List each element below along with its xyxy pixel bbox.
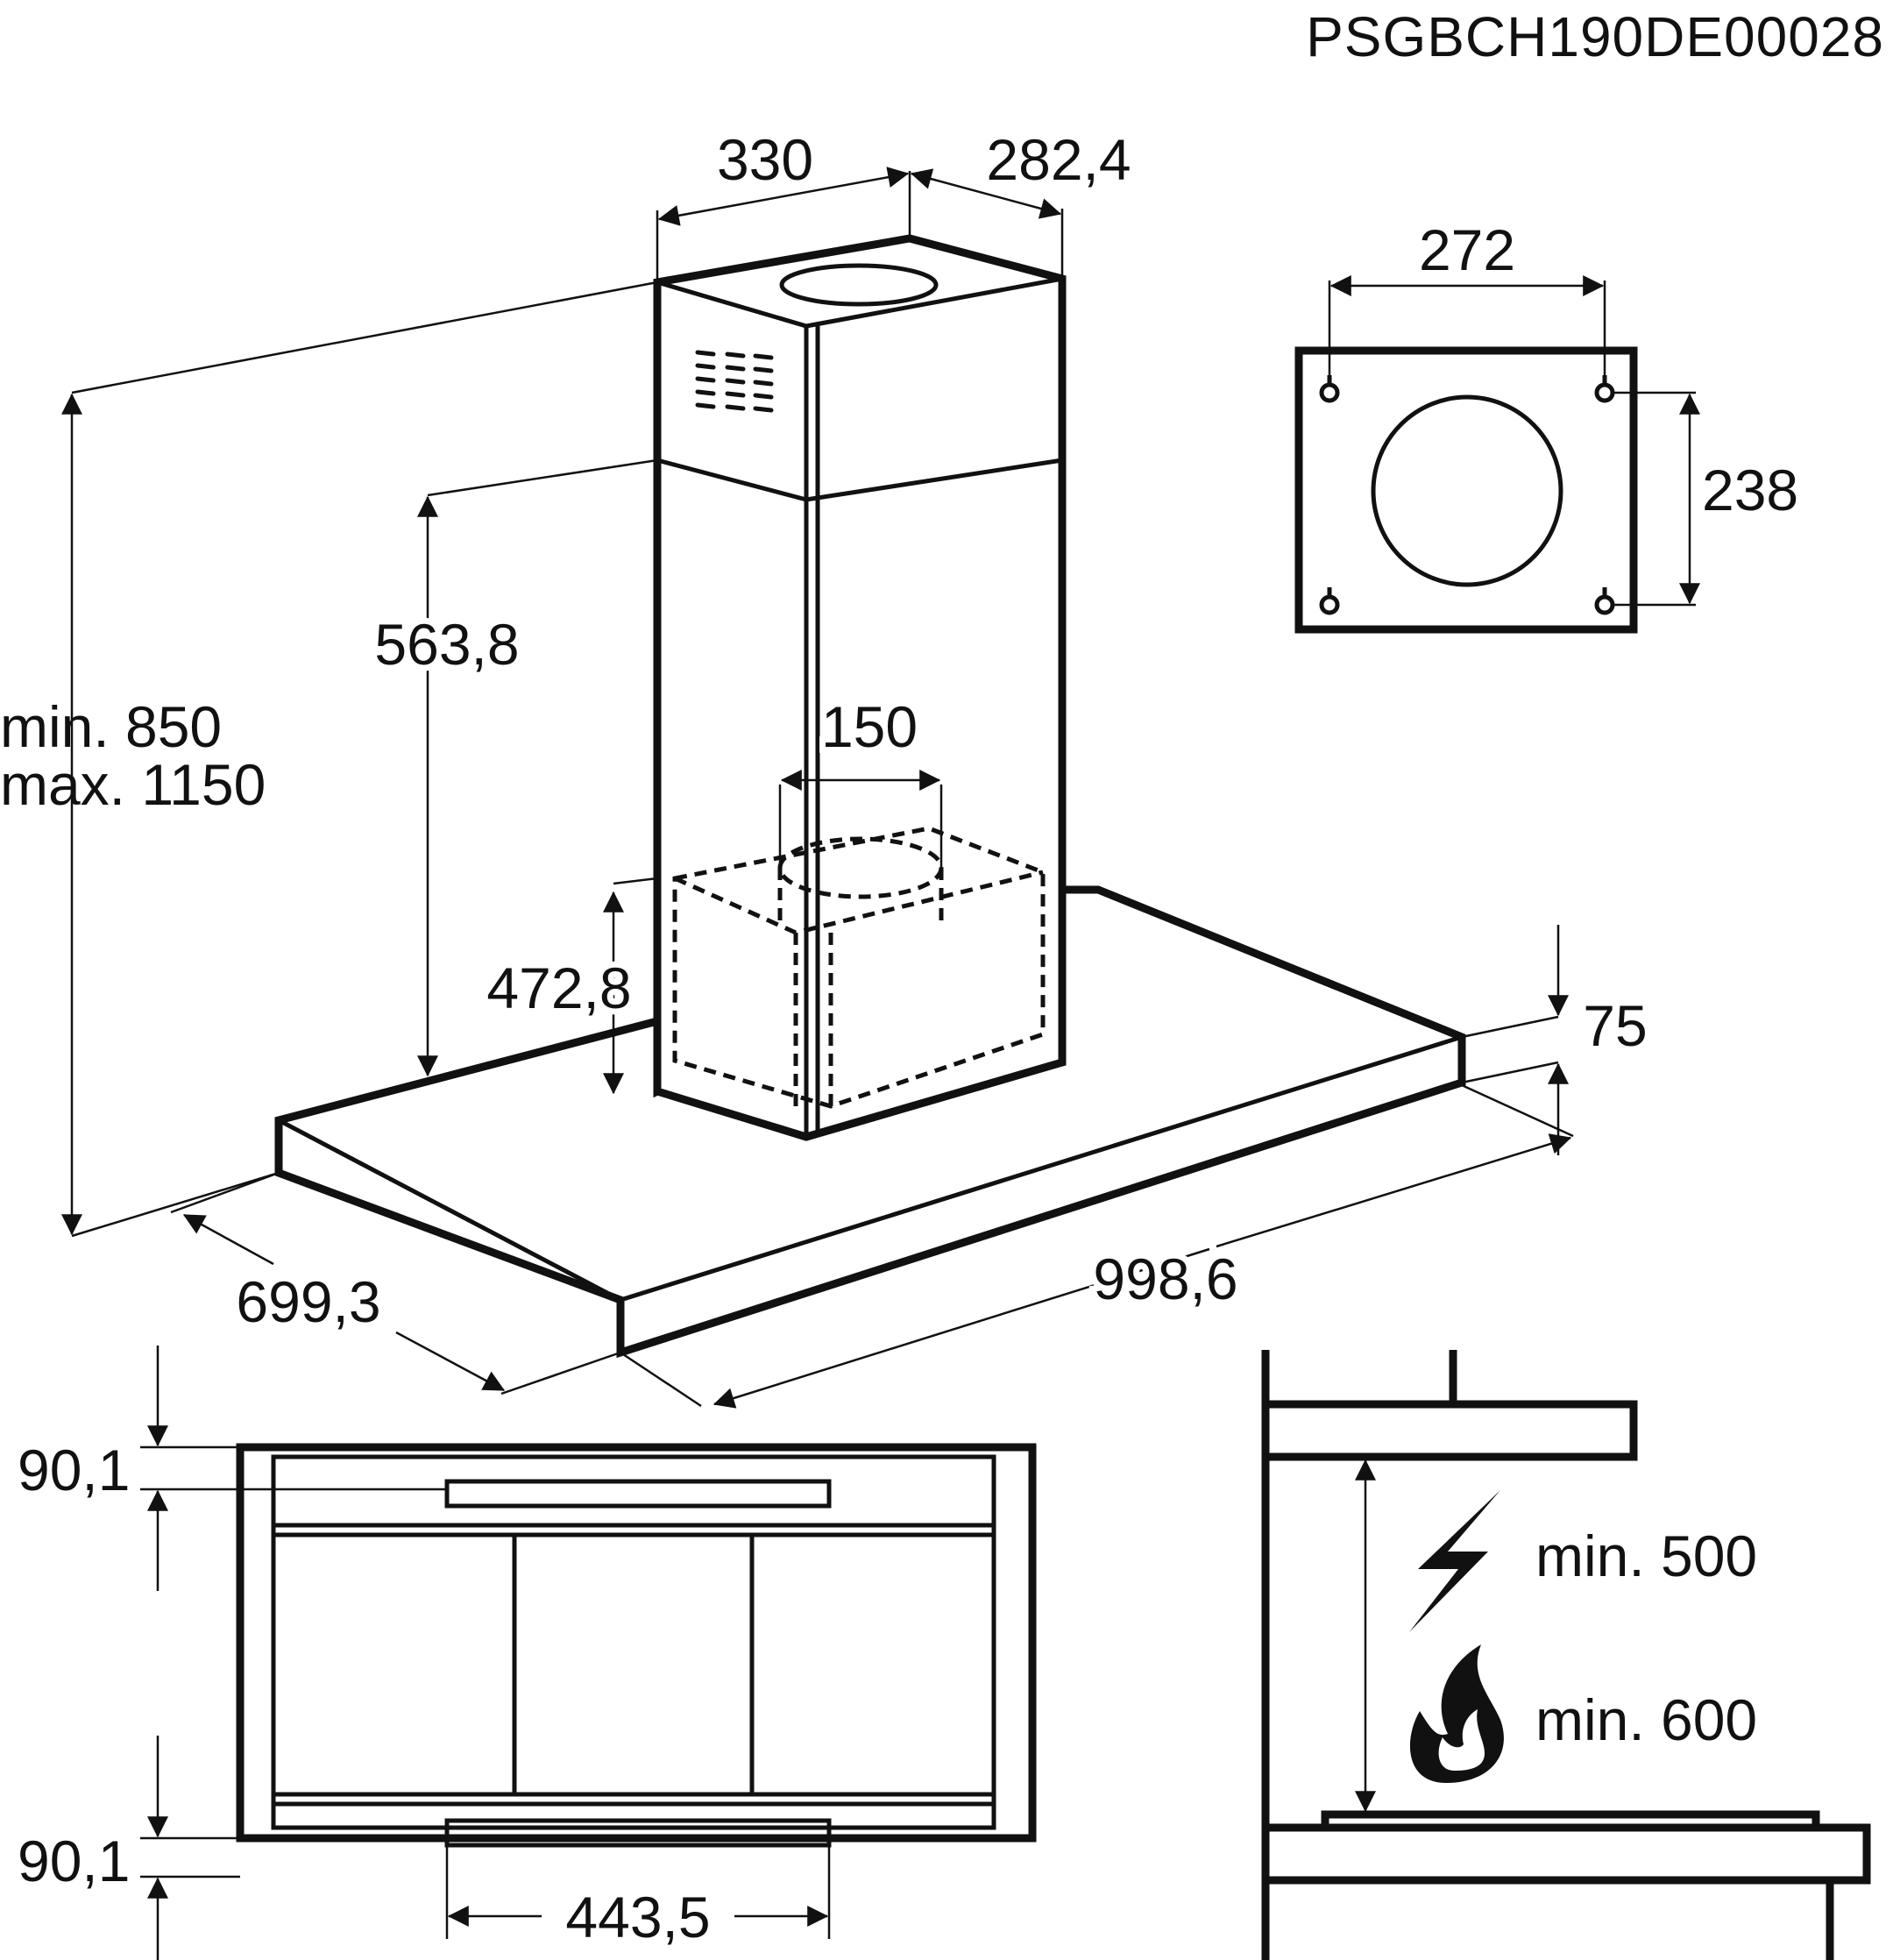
outlet-diameter-label: 150 [821,694,918,759]
gas-hob-clearance-label: min. 600 [1535,1687,1757,1752]
lower-chimney-height-label: 472,8 [486,955,631,1020]
keyhole-icon [1319,375,1615,615]
total-height-max-label: max. 1150 [0,752,266,817]
filter-width-label: 443,5 [565,1885,710,1949]
front-light-strip [444,1479,832,1509]
document-code: PSGBCH190DE00028 [1306,5,1884,68]
canopy-width-label: 998,6 [1093,1246,1237,1311]
hob-profile [1321,1810,1820,1832]
canopy-thickness-label: 75 [1583,993,1647,1058]
mounting-bracket-view: 272 238 [1294,217,1798,634]
clearance-view: min. 500 min. 600 [1261,1350,1871,1960]
hole-spacing-vertical-label: 238 [1702,458,1798,522]
chimney-outlet-top [779,263,939,307]
underside-outline [236,1443,1037,1843]
electric-hob-clearance-label: min. 500 [1535,1523,1757,1588]
hood-profile [1261,1400,1638,1461]
bracket-plate [1294,346,1638,634]
bracket-duct-hole [1371,394,1563,587]
worktop-profile [1261,1823,1871,1885]
chimney-depth-label: 282,4 [986,127,1131,192]
lightning-icon [1409,1490,1500,1632]
chimney-width-label: 330 [717,127,813,192]
vent-slots [695,350,774,413]
canopy-depth-label: 699,3 [236,1269,380,1334]
underside-view: 90,1 90,1 443,5 [18,1346,1037,1960]
total-height-min-label: min. 850 [0,694,222,759]
rear-light-strip [444,1818,832,1848]
front-offset-label: 90,1 [18,1438,130,1502]
rear-offset-label: 90,1 [18,1829,130,1893]
upper-chimney-height-label: 563,8 [374,612,519,677]
chimney-joint [656,458,1063,502]
hole-spacing-horizontal-label: 272 [1419,217,1515,282]
hood-isometric-view: 330 282,4 min. 850 max. 1150 563,8 472,8… [0,127,1648,1409]
chimney-outline [653,234,1067,1141]
